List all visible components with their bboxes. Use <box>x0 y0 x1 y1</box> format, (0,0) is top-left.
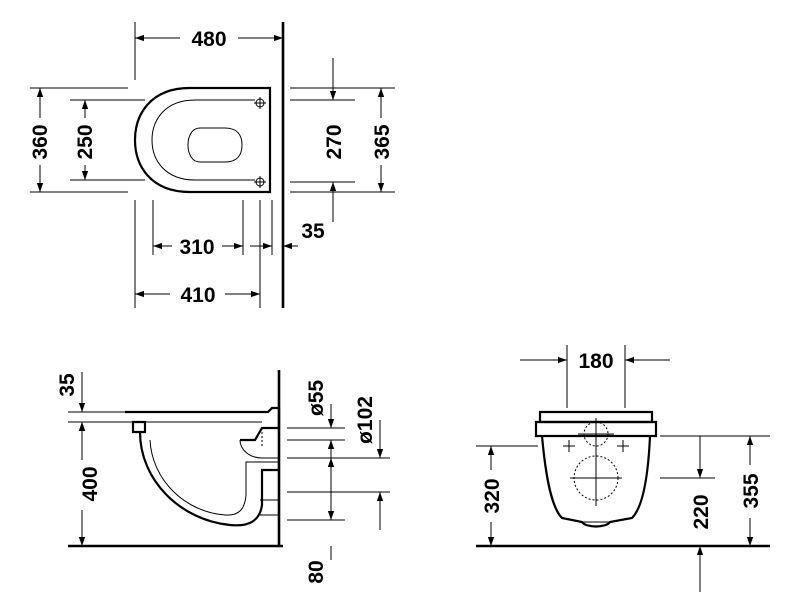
front-outlet <box>570 450 622 506</box>
dim-o55-label: ø55 <box>305 380 328 417</box>
front-upper-fixing <box>578 418 614 450</box>
side-seat <box>125 406 281 442</box>
front-bowl-body <box>540 435 652 528</box>
dim-270-label: 270 <box>323 124 346 159</box>
top-fixing-bolt-upper <box>254 97 266 109</box>
front-view: 180 320 220 355 <box>476 345 770 592</box>
side-bowl-inner <box>149 439 279 516</box>
top-seat-opening <box>187 127 243 163</box>
side-trap <box>239 439 279 459</box>
dim-480-label: 480 <box>191 28 226 51</box>
front-bolt-left <box>563 440 575 452</box>
dim-320-label: 320 <box>481 478 504 513</box>
dim-360-label: 360 <box>29 124 52 159</box>
dim-80-label: 80 <box>305 560 328 583</box>
top-fixing-bolt-lower <box>254 176 266 188</box>
dim-310-label: 310 <box>179 236 214 259</box>
dim-35-side-label: 35 <box>56 373 79 397</box>
side-bowl-body <box>138 431 279 527</box>
dim-35-top-label: 35 <box>301 220 325 243</box>
dim-180-label: 180 <box>578 350 613 373</box>
dim-400-label: 400 <box>79 466 102 501</box>
front-rim <box>534 420 658 438</box>
side-view: 35 400 ø55 ø102 80 <box>56 370 390 584</box>
side-rim <box>131 420 147 434</box>
dim-o102-label: ø102 <box>354 396 377 444</box>
top-bowl-inner <box>151 99 255 181</box>
dim-250-label: 250 <box>74 124 97 159</box>
dim-220-label: 220 <box>690 494 713 529</box>
dim-365-label: 365 <box>371 124 394 159</box>
top-view: 480 360 250 270 365 310 35 410 <box>29 22 395 308</box>
top-bowl-outline <box>133 86 272 194</box>
front-bolt-right <box>617 440 629 452</box>
dim-355-label: 355 <box>740 473 763 508</box>
dim-410-label: 410 <box>180 284 215 307</box>
